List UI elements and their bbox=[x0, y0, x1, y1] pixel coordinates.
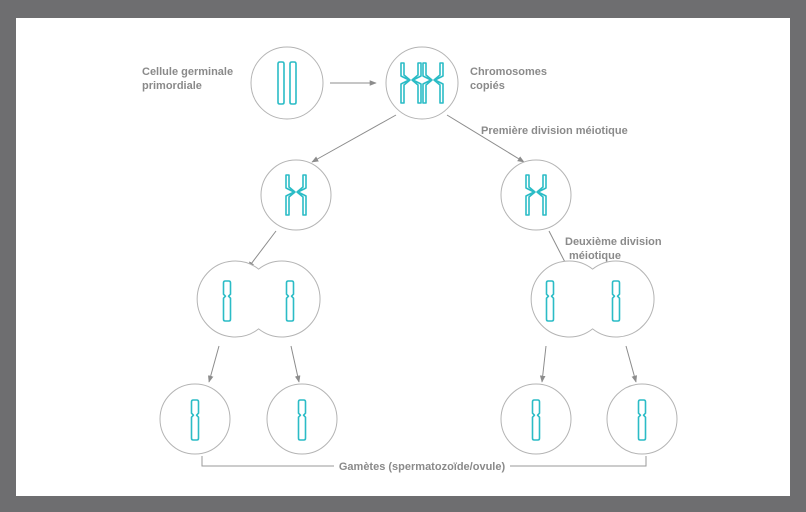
gamete-cell-2 bbox=[266, 383, 338, 455]
gamete-chromosome-4 bbox=[637, 399, 647, 441]
first-division-left-chromosome-chromatid-left bbox=[285, 174, 296, 216]
dividing-cell-right bbox=[530, 260, 655, 338]
gametes-label-mask bbox=[334, 459, 510, 473]
arrow-gamete-2 bbox=[290, 345, 301, 383]
arrow-gamete-4 bbox=[625, 345, 638, 383]
first-division-right-chromosome-chromatid-left bbox=[525, 174, 536, 216]
gamete-cell-3 bbox=[500, 383, 572, 455]
meiosis-diagram: Cellule germinale primordiale Chromosome… bbox=[142, 46, 678, 473]
copied-chromosome-1-chromatid-left bbox=[400, 62, 411, 104]
arrow-division1-right bbox=[446, 114, 525, 163]
copied-chromosome-1-chromatid-right bbox=[411, 62, 422, 104]
label-copied-chromosomes-line2: copiés bbox=[470, 80, 505, 92]
gamete-cell-1 bbox=[159, 383, 231, 455]
first-division-right-chromosome-chromatid-right bbox=[536, 174, 547, 216]
dividing-cell-left bbox=[196, 260, 321, 338]
label-second-division-line2: méiotique bbox=[569, 250, 621, 262]
first-division-cell-right bbox=[500, 159, 572, 231]
dividing-right-chromosome-1 bbox=[545, 280, 555, 322]
diagram-frame: Cellule germinale primordiale Chromosome… bbox=[16, 18, 790, 496]
gamete-cell-4 bbox=[606, 383, 678, 455]
germ-chromosome-1 bbox=[277, 61, 285, 105]
gamete-chromosome-1 bbox=[190, 399, 200, 441]
first-division-cell-left bbox=[260, 159, 332, 231]
arrow-gamete-1 bbox=[207, 345, 220, 383]
dividing-left-chromosome-2 bbox=[285, 280, 295, 322]
first-division-left-chromosome-chromatid-right bbox=[296, 174, 307, 216]
copied-chromosome-2-chromatid-left bbox=[422, 62, 433, 104]
gamete-chromosome-2 bbox=[297, 399, 307, 441]
dividing-left-chromosome-1 bbox=[222, 280, 232, 322]
arrow-gamete-3 bbox=[539, 345, 547, 383]
label-gametes: Gamètes (spermatozoïde/ovule) bbox=[339, 461, 506, 473]
label-germ-cell-line2: primordiale bbox=[142, 80, 202, 92]
label-germ-cell-line1: Cellule germinale bbox=[142, 66, 233, 78]
label-copied-chromosomes-line1: Chromosomes bbox=[470, 66, 547, 78]
germ-chromosome-2 bbox=[289, 61, 297, 105]
arrow-division1-left bbox=[311, 114, 397, 163]
replicated-cell bbox=[385, 46, 459, 120]
copied-chromosome-2-chromatid-right bbox=[433, 62, 444, 104]
dividing-right-chromosome-2 bbox=[611, 280, 621, 322]
germ-cell bbox=[250, 46, 324, 120]
arrow-division2-left bbox=[247, 230, 277, 269]
label-second-division-line1: Deuxième division bbox=[565, 236, 662, 248]
gamete-chromosome-3 bbox=[531, 399, 541, 441]
label-first-division: Première division méiotique bbox=[481, 125, 628, 137]
